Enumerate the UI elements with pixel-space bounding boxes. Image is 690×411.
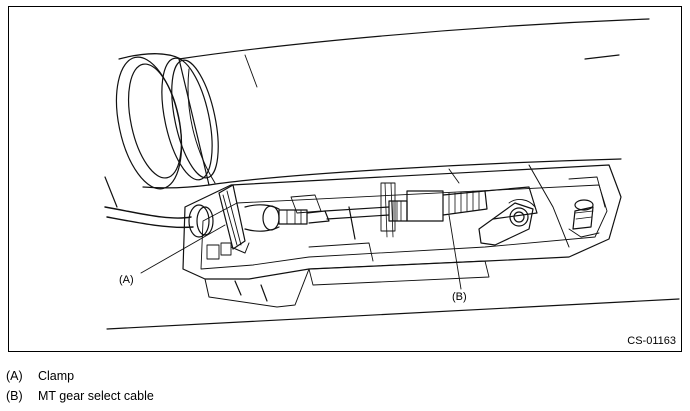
gear-select-cable (244, 182, 538, 238)
select-lever (478, 199, 536, 246)
legend: (A) Clamp (B) MT gear select cable (6, 366, 154, 406)
tube-flange (115, 53, 219, 190)
figure-frame: (A) (B) CS-01163 (8, 6, 682, 352)
legend-item-clamp: (A) Clamp (6, 366, 154, 386)
legend-key: (A) (6, 369, 23, 383)
tube-body (178, 18, 650, 186)
legend-item-gear-select-cable: (B) MT gear select cable (6, 386, 154, 406)
bracket-plate (182, 164, 622, 308)
leader-lines (140, 214, 462, 290)
clamp-part (218, 184, 250, 254)
callout-a: (A) (119, 274, 134, 286)
outer-cable (104, 204, 214, 238)
legend-key: (B) (6, 389, 23, 403)
mounting-bolt (568, 199, 600, 238)
legend-label: Clamp (38, 369, 75, 383)
callout-b: (B) (452, 291, 467, 303)
legend-label: MT gear select cable (38, 389, 154, 403)
figure-id: CS-01163 (627, 335, 676, 347)
floor-lines (104, 54, 680, 330)
transmission-cable-illustration (104, 18, 680, 330)
